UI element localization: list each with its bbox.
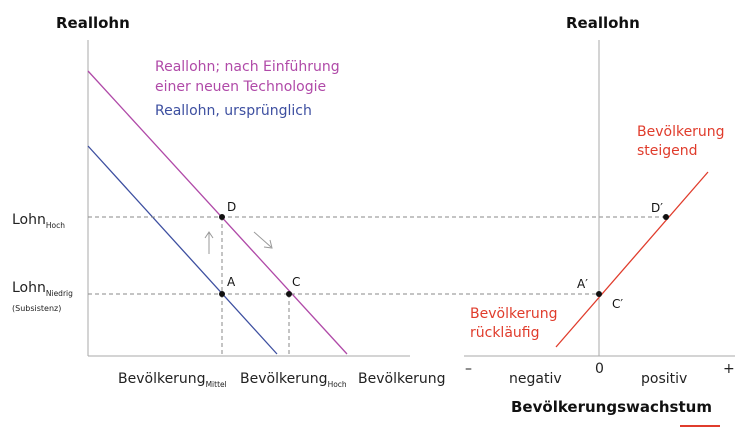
left-x-axis-title: Bevölkerung [358, 371, 446, 387]
diagonal-down-arrow [253, 231, 273, 249]
new-technology-wage-line [87, 70, 348, 355]
right-y-axis-title: Reallohn [566, 14, 640, 32]
y-tick-lohn-hoch: LohnHoch [12, 212, 65, 230]
rising-label-line1: Bevölkerung [637, 124, 725, 140]
x-tick-zero: 0 [595, 361, 604, 377]
x-tick-minus: – [465, 361, 472, 377]
point-c-label: C [292, 275, 300, 289]
x-tick-negativ: negativ [509, 371, 562, 387]
point-a [219, 291, 225, 297]
point-a-label: A [227, 275, 236, 289]
legend-new-line2: einer neuen Technologie [155, 79, 326, 95]
point-a-prime-label: A′ [577, 277, 588, 291]
x-tick-positiv: positiv [641, 371, 687, 387]
x-tick-bevoelkerung-mittel: BevölkerungMittel [118, 371, 227, 389]
point-c [286, 291, 292, 297]
right-x-axis-title: Bevölkerungswachstum [511, 398, 712, 416]
x-tick-bevoelkerung-hoch: BevölkerungHoch [240, 371, 347, 389]
legend-original: Reallohn, ursprünglich [155, 103, 312, 119]
x-tick-plus: + [723, 361, 735, 377]
point-d-prime-label: D′ [651, 201, 663, 215]
y-tick-lohn-niedrig: LohnNiedrig [12, 280, 73, 298]
rising-label-line2: steigend [637, 143, 698, 159]
point-d-label: D [227, 200, 236, 214]
point-d [219, 214, 225, 220]
falling-label-line2: rückläufig [470, 325, 539, 341]
y-tick-subsistenz-note: (Subsistenz) [12, 304, 61, 313]
original-wage-line [87, 145, 278, 355]
legend-new-line1: Reallohn; nach Einführung [155, 59, 340, 75]
falling-label-line1: Bevölkerung [470, 306, 558, 322]
population-growth-line [555, 171, 709, 348]
point-d-prime [663, 214, 669, 220]
point-c-prime-label: C′ [612, 297, 623, 311]
left-y-axis-title: Reallohn [56, 14, 130, 32]
point-a-c-prime [596, 291, 602, 297]
upward-arrow [204, 231, 214, 254]
